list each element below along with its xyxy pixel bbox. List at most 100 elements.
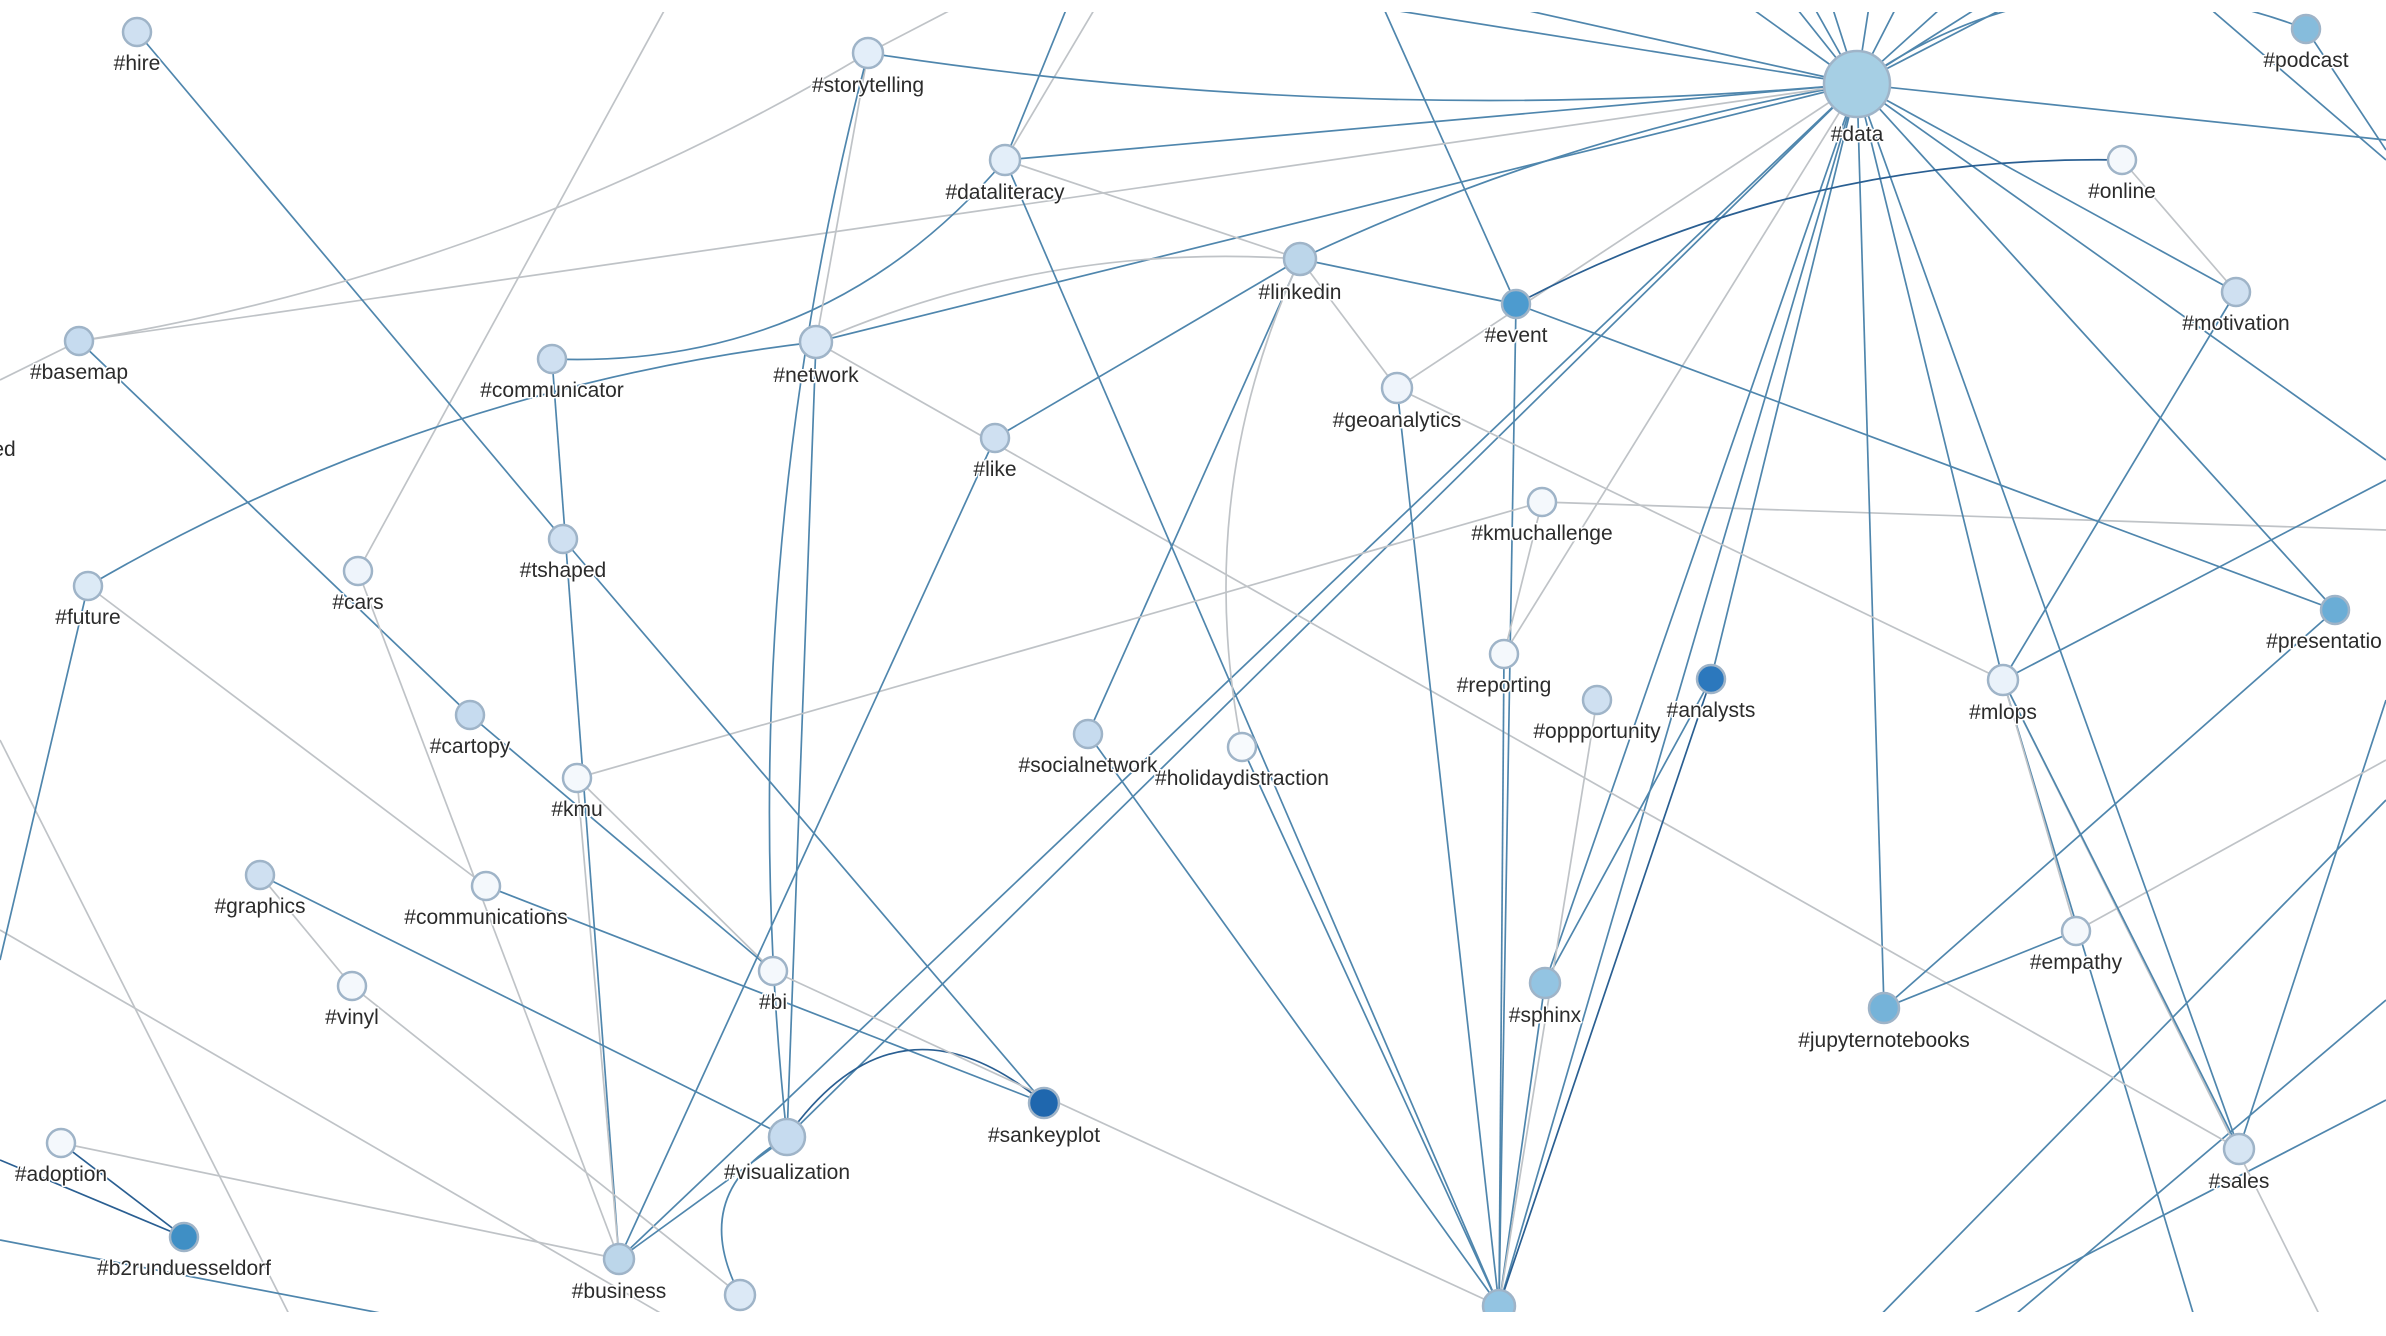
node-label: #like [973, 458, 1016, 481]
node-circle[interactable] [1488, 638, 1520, 670]
graph-node-future[interactable]: #future [54, 570, 122, 631]
graph-edge-data-sales [1856, 83, 2240, 1150]
node-circle[interactable] [2220, 276, 2252, 308]
graph-node-cartopy[interactable]: #cartopy [428, 699, 512, 760]
node-circle[interactable] [72, 570, 104, 602]
node-circle[interactable] [1986, 663, 2020, 697]
node-circle[interactable] [1581, 684, 1613, 716]
node-circle[interactable] [1867, 991, 1901, 1025]
node-circle[interactable] [561, 762, 593, 794]
graph-edge-geoanalytics-n_bottom2 [1396, 387, 1500, 1307]
graph-node-n_bottom2[interactable] [1481, 1288, 1517, 1322]
node-circle[interactable] [536, 343, 568, 375]
graph-node-reporting[interactable]: #reporting [1455, 638, 1553, 699]
node-circle[interactable] [1822, 49, 1892, 119]
graph-node-empathy[interactable]: #empathy [2028, 915, 2124, 976]
graph-node-tshaped[interactable]: #tshaped [518, 523, 608, 584]
graph-node-visualization[interactable]: #visualization [722, 1117, 852, 1186]
graph-edge [1004, 12, 1067, 161]
node-circle[interactable] [798, 324, 834, 360]
node-circle[interactable] [454, 699, 486, 731]
graph-node-n_bottom1[interactable] [723, 1278, 757, 1312]
node-circle[interactable] [602, 1242, 636, 1276]
node-circle[interactable] [1027, 1086, 1061, 1120]
graph-node-sankeyplot[interactable]: #sankeyplot [986, 1086, 1102, 1149]
graph-node-mlops[interactable]: #mlops [1968, 663, 2038, 726]
node-circle[interactable] [547, 523, 579, 555]
graph-node-online[interactable]: #online [2087, 144, 2157, 205]
graph-node-bi[interactable]: #bi [757, 955, 789, 1016]
node-circle[interactable] [2319, 594, 2351, 626]
graph-edge [0, 739, 289, 1312]
node-label: #communications [404, 906, 567, 929]
node-circle[interactable] [1526, 486, 1558, 518]
graph-edge-data-sphinx [1544, 83, 1858, 984]
graph-node-storytelling[interactable]: #storytelling [810, 36, 926, 99]
graph-node-kmu[interactable]: #kmu [550, 762, 604, 823]
graph-edge-data-reporting [1503, 83, 1858, 655]
graph-edge-kmuchallenge-reporting [1503, 501, 1543, 655]
graph-edge [0, 929, 661, 1312]
graph-node-sales[interactable]: #sales [2207, 1132, 2271, 1195]
node-circle[interactable] [336, 970, 368, 1002]
graph-edge [1384, 12, 1517, 305]
node-label: #network [773, 364, 859, 387]
graph-node-ed[interactable]: ed [0, 437, 17, 463]
graph-node-kmuchallenge[interactable]: #kmuchallenge [1470, 486, 1614, 547]
node-circle[interactable] [45, 1127, 77, 1159]
graph-node-basemap[interactable]: #basemap [28, 325, 130, 386]
node-circle[interactable] [342, 555, 374, 587]
node-circle[interactable] [757, 955, 789, 987]
graph-node-sphinx[interactable]: #sphinx [1507, 966, 1583, 1029]
graph-node-dataliteracy[interactable]: #dataliteracy [944, 143, 1067, 206]
node-circle[interactable] [2222, 1132, 2256, 1166]
graph-node-podcast[interactable]: #podcast [2262, 13, 2350, 74]
graph-node-motivation[interactable]: #motivation [2181, 276, 2291, 337]
node-circle[interactable] [1072, 718, 1104, 750]
graph-edge-hire-tshaped [136, 31, 564, 540]
graph-node-jupyternotebooks[interactable]: #jupyternotebooks [1797, 991, 1971, 1054]
graph-node-holidaydistraction[interactable]: #holidaydistraction [1154, 731, 1330, 792]
node-circle[interactable] [2290, 13, 2322, 45]
graph-node-business[interactable]: #business [570, 1242, 668, 1305]
graph-edge [1882, 799, 2386, 1312]
node-circle[interactable] [767, 1117, 807, 1157]
graph-node-cars[interactable]: #cars [331, 555, 385, 616]
node-circle[interactable] [979, 422, 1011, 454]
node-circle[interactable] [1380, 371, 1414, 405]
graph-node-geoanalytics[interactable]: #geoanalytics [1331, 371, 1463, 434]
graph-node-vinyl[interactable]: #vinyl [324, 970, 380, 1031]
graph-node-adoption[interactable]: #adoption [13, 1127, 109, 1188]
node-circle[interactable] [1528, 966, 1562, 1000]
graph-node-b2runduesseldorf[interactable]: #b2runduesseldorf [96, 1221, 273, 1282]
node-circle[interactable] [1282, 241, 1318, 277]
node-circle[interactable] [1695, 663, 1727, 695]
node-circle[interactable] [1500, 288, 1532, 320]
node-circle[interactable] [1226, 731, 1258, 763]
node-circle[interactable] [2060, 915, 2092, 947]
graph-node-like[interactable]: #like [972, 422, 1018, 483]
node-circle[interactable] [168, 1221, 200, 1253]
graph-node-hire[interactable]: #hire [112, 16, 162, 77]
node-circle[interactable] [851, 36, 885, 70]
graph-node-event[interactable]: #event [1483, 288, 1549, 349]
graph-node-analysts[interactable]: #analysts [1665, 663, 1757, 724]
node-circle[interactable] [244, 859, 276, 891]
node-circle[interactable] [63, 325, 95, 357]
node-circle[interactable] [723, 1278, 757, 1312]
graph-node-socialnetwork[interactable]: #socialnetwork [1017, 718, 1159, 779]
node-circle[interactable] [121, 16, 153, 48]
graph-node-network[interactable]: #network [772, 324, 861, 389]
node-circle[interactable] [988, 143, 1022, 177]
node-circle[interactable] [2106, 144, 2138, 176]
graph-node-data[interactable]: #data [1822, 49, 1892, 148]
graph-node-linkedin[interactable]: #linkedin [1257, 241, 1343, 306]
node-circle[interactable] [1481, 1288, 1517, 1322]
graph-node-communicator[interactable]: #communicator [479, 343, 625, 404]
graph-node-presentation[interactable]: #presentatio [2265, 594, 2383, 655]
node-circle[interactable] [470, 870, 502, 902]
graph-edge-event-n_bottom2 [1498, 303, 1517, 1307]
graph-node-communications[interactable]: #communications [403, 870, 569, 931]
graph-node-graphics[interactable]: #graphics [213, 859, 307, 920]
graph-node-oppportunity[interactable]: #oppportunity [1532, 684, 1663, 745]
